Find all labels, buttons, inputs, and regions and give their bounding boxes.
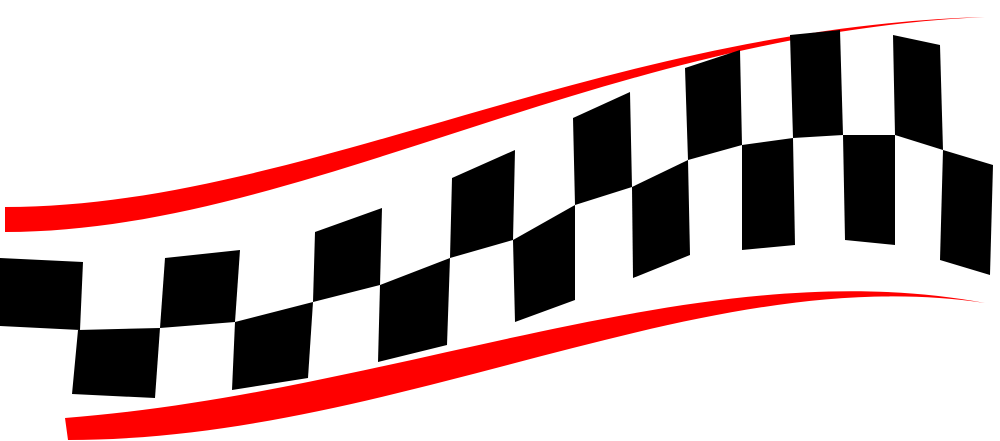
top-red-stripe bbox=[5, 17, 985, 232]
checker-square bbox=[513, 205, 575, 322]
checker-square bbox=[72, 328, 160, 398]
checker-square bbox=[450, 150, 515, 258]
checker-square bbox=[160, 250, 240, 328]
red-stripe-bottom bbox=[65, 291, 985, 440]
checker-square bbox=[742, 138, 795, 250]
red-stripe-top bbox=[5, 17, 985, 232]
checker-square bbox=[685, 50, 742, 160]
checker-square bbox=[843, 135, 895, 245]
checker-square bbox=[0, 258, 83, 330]
checker-square bbox=[313, 208, 382, 302]
checker-square bbox=[573, 92, 632, 205]
checker-square bbox=[940, 150, 993, 275]
checker-top-row bbox=[0, 30, 943, 330]
checker-bottom-row bbox=[72, 135, 993, 398]
checker-square bbox=[632, 160, 690, 278]
checker-square bbox=[893, 35, 943, 150]
bottom-red-stripe bbox=[65, 291, 985, 440]
checker-square bbox=[232, 302, 313, 390]
checker-square bbox=[790, 30, 843, 138]
checker-square bbox=[378, 258, 450, 362]
